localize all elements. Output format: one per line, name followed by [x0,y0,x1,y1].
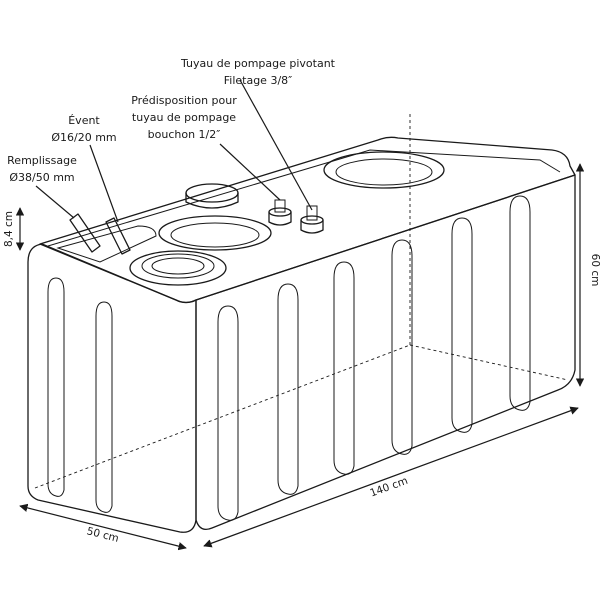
label-pump-pivot-line2: Filetage 3/8″ [224,74,293,87]
label-vent-line2: Ø16/20 mm [51,131,116,144]
label-pump-prep-line3: bouchon 1/2″ [148,128,221,141]
dim-width: 50 cm [85,525,120,545]
dim-height: 60 cm [589,254,600,287]
large-opening [323,151,445,189]
label-pump-pivot-line1: Tuyau de pompage pivotant [180,57,336,70]
dim-length: 140 cm [368,475,409,500]
label-fill-line1: Remplissage [7,154,77,167]
label-fill-line2: Ø38/50 mm [9,171,74,184]
leader-lines [35,79,313,223]
medium-opening [158,215,272,251]
front-ribs [217,195,531,521]
clip-ring [185,183,239,209]
fill-pipe [69,213,101,253]
threaded-cap [129,250,227,286]
label-pump-prep-line1: Prédisposition pour [131,94,237,107]
label-pump-prep-line2: tuyau de pompage [132,111,236,124]
end-ribs [47,277,113,513]
pump-prep-fitting [268,199,292,226]
hidden-edges [34,112,569,489]
dim-recess-depth: 8,4 cm [3,211,15,247]
dimension-lines [15,163,585,551]
tank-body [27,136,576,533]
pump-pivot-fitting [300,205,324,234]
vent-pipe [105,217,131,255]
label-vent-line1: Évent [68,114,100,127]
